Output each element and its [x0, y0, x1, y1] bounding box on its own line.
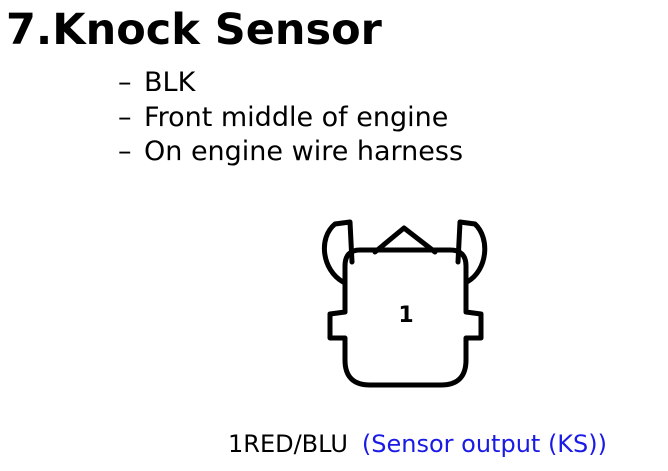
pin-wire-color: 1RED/BLU — [228, 430, 348, 458]
connector-left-ear — [321, 219, 355, 285]
info-list: –BLK –Front middle of engine –On engine … — [118, 66, 463, 170]
bullet-text: On engine wire harness — [144, 136, 464, 167]
bullet-text: Front middle of engine — [144, 101, 449, 133]
bullet-dash: – — [118, 67, 132, 98]
bullet-text: BLK — [144, 67, 196, 98]
connector-diagram: 1 — [321, 219, 488, 388]
bullet-dash: – — [118, 136, 132, 167]
bullet-dash: – — [118, 101, 132, 133]
page-title: 7.Knock Sensor — [6, 5, 382, 55]
list-item: –Front middle of engine — [118, 101, 463, 136]
connector-right-ear — [455, 219, 488, 285]
connector-body — [327, 247, 484, 388]
pin-caption: 1RED/BLU (Sensor output (KS)) — [228, 428, 607, 460]
list-item: –On engine wire harness — [118, 135, 463, 170]
pin-number-label: 1 — [398, 303, 413, 328]
pin-description: (Sensor output (KS)) — [361, 430, 607, 458]
connector-latch — [372, 225, 438, 255]
list-item: –BLK — [118, 66, 463, 101]
